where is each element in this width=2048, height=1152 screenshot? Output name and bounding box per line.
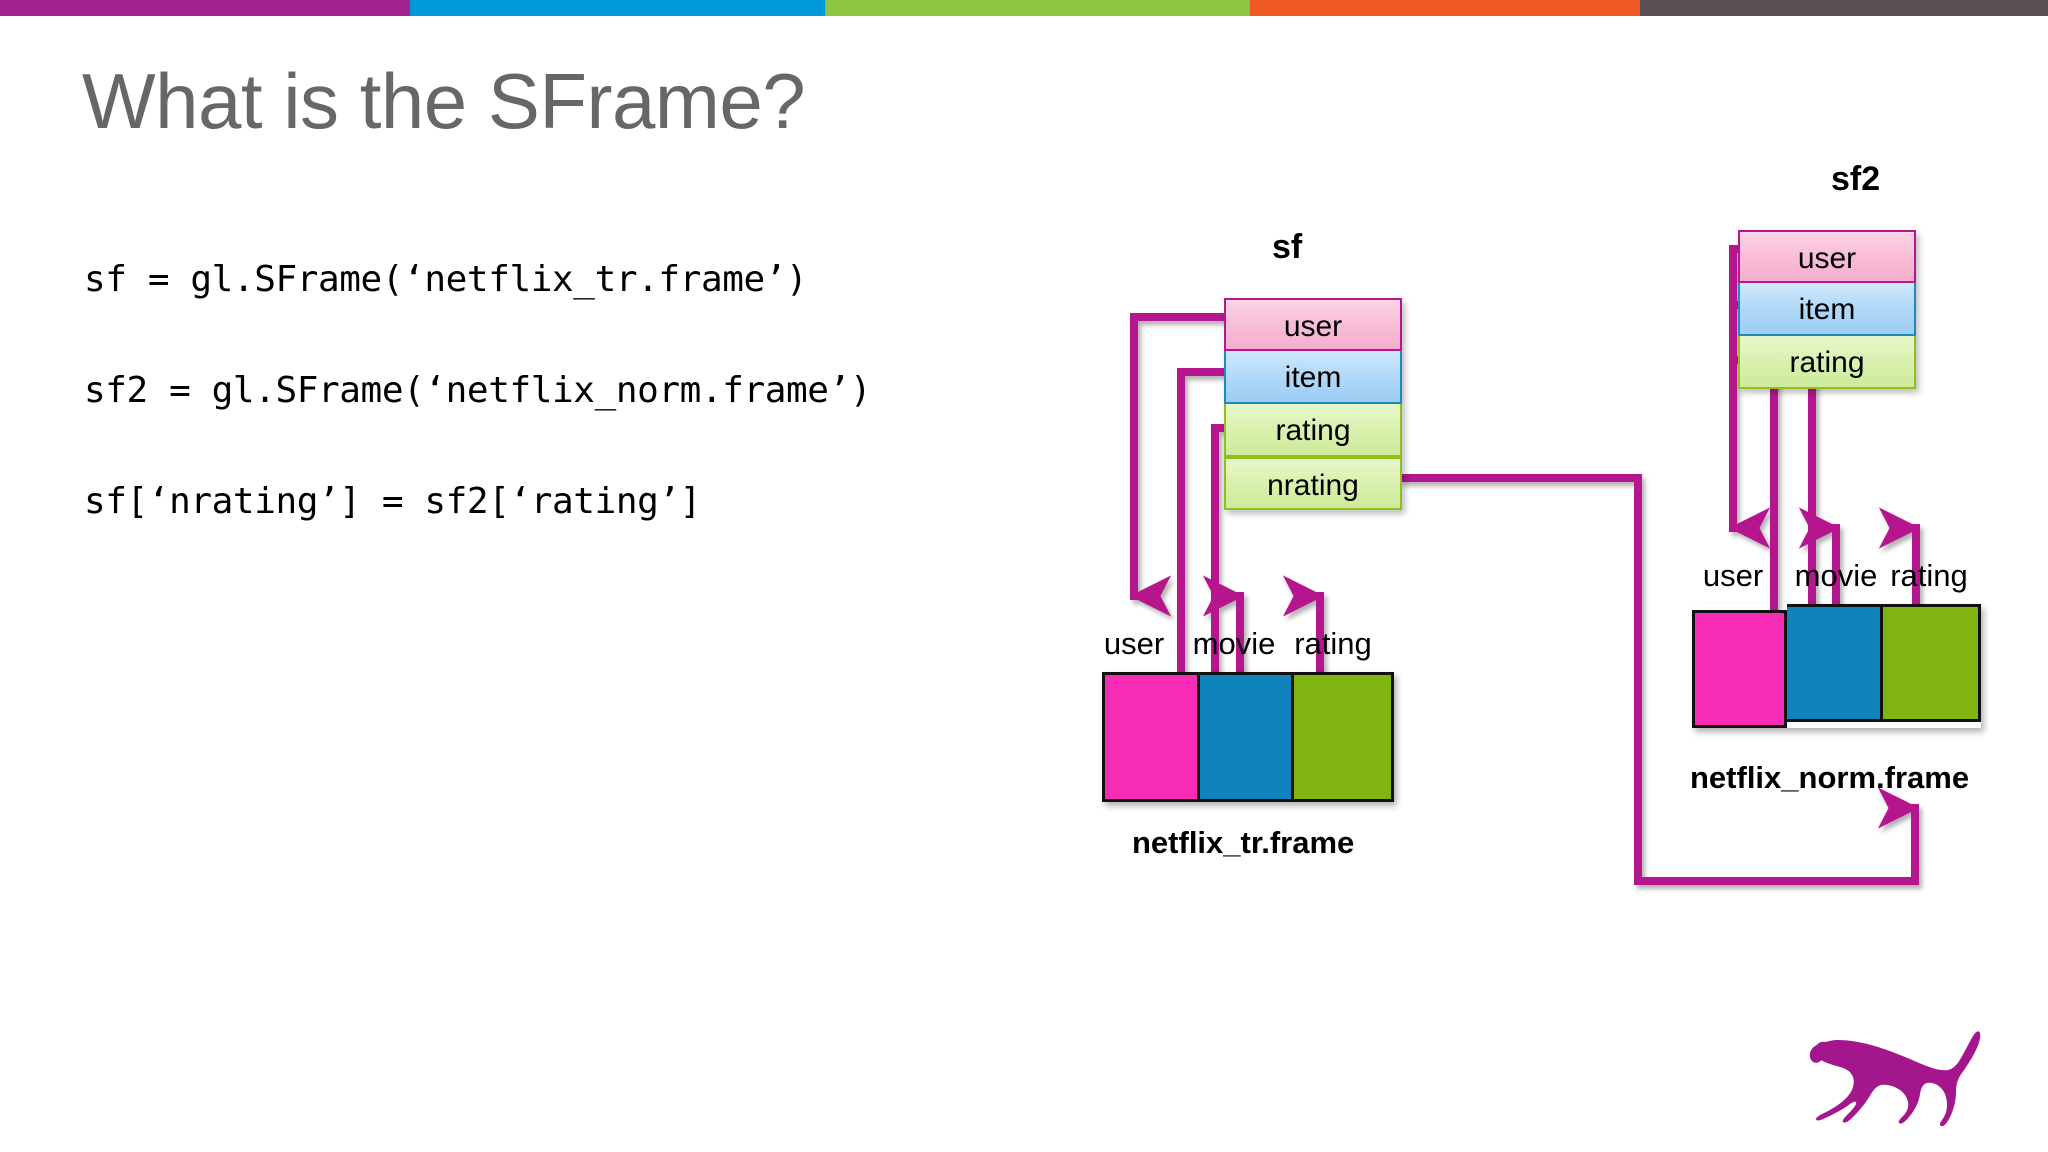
code-line-2: sf2 = gl.SFrame(‘netflix_norm.frame’) [84,370,872,411]
dog-silhouette-path [1814,1031,1981,1127]
arrow-sf-item [1177,368,1245,716]
code-block: sf = gl.SFrame(‘netflix_tr.frame’) sf2 =… [84,262,1064,595]
sf-schema-row-nrating: nrating [1224,457,1402,510]
netflix-norm-frame-caption: netflix_norm.frame [1690,760,1970,795]
netflix-norm-frame-table [1692,604,1981,728]
code-line-1: sf = gl.SFrame(‘netflix_tr.frame’) [84,259,808,300]
netflix-tr-frame-table [1102,672,1394,802]
sf-col-label-movie: movie [1192,626,1276,661]
dog-ear-path [1809,1044,1825,1063]
sf2-col-label-movie: movie [1794,558,1878,593]
sf-schema-row-item: item [1224,351,1402,404]
netflix-norm-cell-rating [1883,604,1981,722]
stripe-band-green [825,0,1250,16]
sf-title: sf [1272,228,1303,266]
code-line-3: sf[‘nrating’] = sf2[‘rating’] [84,481,701,522]
arrow-sf-rating [1211,424,1325,694]
netflix-tr-frame-caption: netflix_tr.frame [1132,825,1355,860]
sf2-col-label-rating: rating [1890,558,1968,593]
arrow-sf2-item [1734,301,1841,645]
arrow-sf-user [1129,313,1228,617]
netflix-tr-cell-movie [1200,672,1294,802]
netflix-tr-cell-user [1102,672,1200,802]
stripe-band-blue [410,0,825,16]
sf-schema-row-rating: rating [1224,404,1402,457]
arrow-sf2-rating [1734,356,1921,624]
sf-schema-row-user: user [1224,298,1402,351]
arrow-nrating-to-norm [1399,474,1920,885]
sf2-schema-row-item: item [1738,283,1916,336]
netflix-norm-cell-user [1692,610,1787,728]
arrow-sf2-user [1728,245,1771,549]
sf2-schema-row-rating: rating [1738,336,1916,389]
sf-schema-stack: user item rating nrating [1224,298,1402,510]
sf2-col-label-user: user [1702,558,1764,593]
page-title: What is the SFrame? [82,57,806,145]
stripe-band-magenta [0,0,410,16]
stripe-band-orange [1250,0,1640,16]
netflix-norm-cell-movie [1787,604,1883,722]
sf2-schema-stack: user item rating [1738,230,1916,389]
sf-col-label-rating: rating [1294,626,1372,661]
sf2-schema-row-user: user [1738,230,1916,283]
stripe-band-gray [1640,0,2048,16]
sf-col-label-user: user [1103,626,1165,661]
sf2-title: sf2 [1831,160,1881,198]
dato-dog-logo [1809,1031,1981,1127]
top-accent-stripe [0,0,2048,16]
netflix-tr-cell-rating [1294,672,1394,802]
